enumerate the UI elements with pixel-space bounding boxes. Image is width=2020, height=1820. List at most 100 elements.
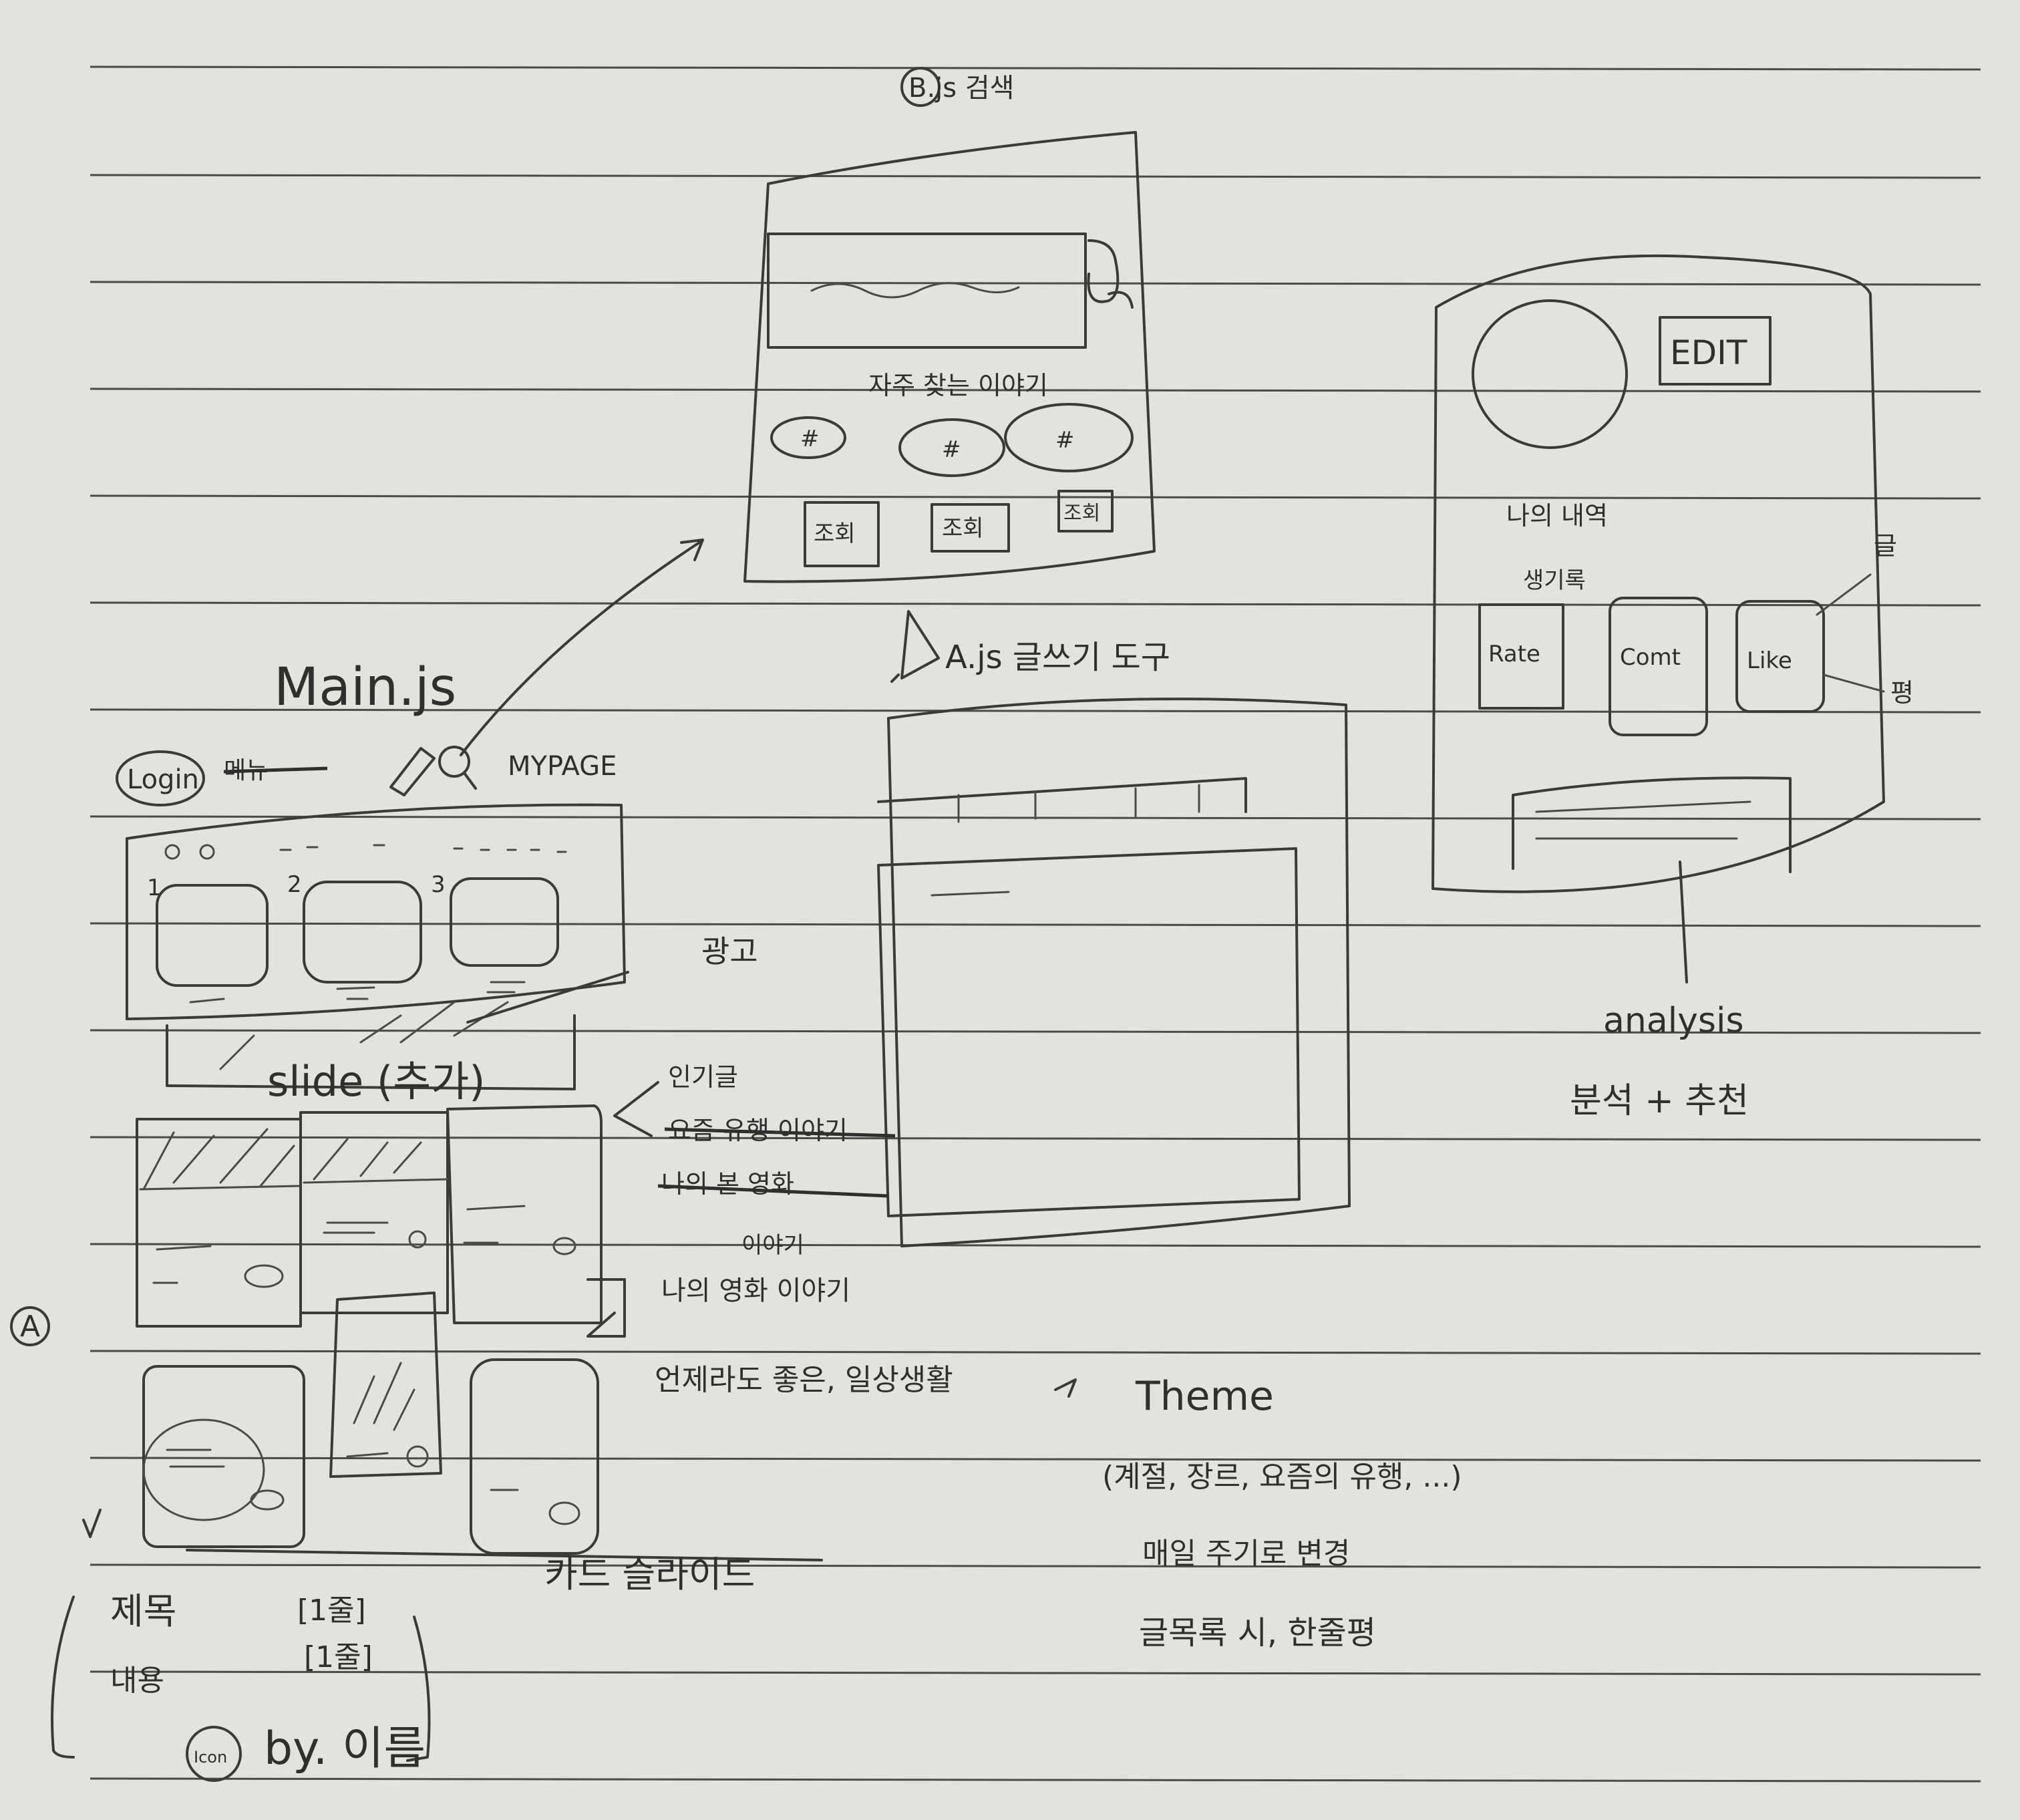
analysis-pointer xyxy=(1679,861,1688,983)
pencil-icon xyxy=(890,610,940,683)
history-sublabel: 생기록 xyxy=(1523,567,1586,594)
author-avatar-text: Icon xyxy=(194,1748,227,1767)
side-note-5: 나의 영화 이야기 xyxy=(661,1275,850,1306)
card-3-badge xyxy=(552,1237,576,1255)
theme-label: Theme xyxy=(1135,1373,1274,1420)
tag-1-label: # xyxy=(800,426,820,452)
ruled-lines xyxy=(90,65,1981,1783)
avatar xyxy=(1472,299,1628,449)
editor-line xyxy=(931,891,1010,897)
section-marker-circle xyxy=(10,1306,50,1346)
write-toolbar xyxy=(877,777,1247,813)
theme-card-2-lines xyxy=(346,1362,415,1458)
toolbar-dividers xyxy=(957,784,1200,823)
like-box-label: Like xyxy=(1747,647,1792,674)
pointer-arrow-icon xyxy=(1054,1378,1077,1398)
search-caption: 자주 찾는 이야기 xyxy=(868,371,1048,400)
card-2-lines xyxy=(303,1178,449,1234)
speech-bubble-icon xyxy=(586,1278,626,1338)
rate-box xyxy=(1478,603,1564,710)
side-note-2-strike xyxy=(664,1127,896,1138)
slide-label: slide (추가) xyxy=(267,1057,485,1106)
search-input-box xyxy=(767,233,1087,349)
slide-number-3: 3 xyxy=(431,871,446,898)
post-card-3 xyxy=(446,1104,603,1324)
side-note-1: 인기글 xyxy=(668,1062,738,1092)
author-byline: by. 이름 xyxy=(264,1722,426,1775)
rate-box-label: Rate xyxy=(1488,641,1540,667)
login-label: Login xyxy=(127,764,199,795)
mypage-screen-sketch: EDIT 나의 내역 생기록 Rate Comt Like 글 평 analys… xyxy=(1432,254,1914,1121)
side-label-writing: 글 xyxy=(1874,531,1897,561)
history-label: 나의 내역 xyxy=(1506,501,1608,530)
author-avatar-icon xyxy=(186,1726,242,1782)
side-note-3-strike xyxy=(657,1184,889,1198)
hero-slide-2 xyxy=(303,881,422,983)
dot-icon xyxy=(199,844,215,860)
card-slider-underline xyxy=(186,1549,823,1561)
comment-box-label: Comt xyxy=(1620,644,1681,671)
card-1-hatch xyxy=(142,1128,295,1191)
arrow-head xyxy=(680,539,704,561)
edit-button-label: EDIT xyxy=(1670,333,1747,372)
theme-card-1-badge xyxy=(250,1489,285,1511)
theme-detail-2: 매일 주기로 변경 xyxy=(1142,1537,1350,1571)
edit-button xyxy=(1659,316,1772,386)
tag-3-label: # xyxy=(1055,427,1075,454)
curved-arrow-icon xyxy=(82,1509,102,1538)
mypage-link: MYPAGE xyxy=(508,751,617,782)
tag-chip-3 xyxy=(1004,403,1134,472)
side-note-4: 이야기 xyxy=(741,1232,804,1259)
hero-slider-frame xyxy=(126,803,626,1020)
section-marker: A xyxy=(20,1310,40,1344)
main-screen-sketch: Main.js Login 메뉴 MYPAGE 1 2 3 광고 slide (… xyxy=(10,657,1462,1782)
pencil-icon xyxy=(389,747,436,796)
tag-2-label: # xyxy=(942,436,961,463)
theme-card-1 xyxy=(142,1365,305,1548)
theme-card-3 xyxy=(470,1358,599,1555)
card-content-label: 내용 xyxy=(110,1664,164,1698)
card-1-lines xyxy=(139,1185,302,1284)
write-screen-title: A.js 글쓰기 도구 xyxy=(945,639,1170,676)
like-box xyxy=(1735,600,1825,713)
main-title: Main.js xyxy=(274,657,456,718)
menu-strike xyxy=(223,766,328,774)
info-bracket-right xyxy=(406,1616,431,1762)
theme-detail-3: 글목록 시, 한줄평 xyxy=(1139,1614,1376,1652)
bracket-icon xyxy=(613,1081,659,1137)
card-1-badge xyxy=(244,1264,284,1288)
search-screen-frame xyxy=(743,131,1156,583)
write-screen-frame xyxy=(887,698,1351,1247)
page-title: B.js 검색 xyxy=(908,73,1014,104)
pointer-line-writing xyxy=(1816,573,1872,616)
search-icon-handle xyxy=(463,772,477,790)
slide-caption-lines xyxy=(189,981,526,1004)
theme-card-1-circle xyxy=(142,1418,265,1521)
card-title-length: [1줄] xyxy=(297,1594,366,1628)
info-bracket-left xyxy=(51,1596,75,1759)
card-content-length: [1줄] xyxy=(304,1640,373,1674)
pointer-line-review xyxy=(1822,673,1885,693)
write-editor-area xyxy=(877,847,1301,1217)
theme-card-2-badge xyxy=(406,1445,429,1468)
slider-indicators xyxy=(279,844,567,853)
ad-label: 광고 xyxy=(701,933,758,969)
search-button-3 xyxy=(1057,490,1114,533)
circle-b-icon xyxy=(900,67,941,107)
dot-icon xyxy=(164,844,180,860)
ad-hatch xyxy=(219,1001,509,1070)
search-button-3-label: 조회 xyxy=(1063,502,1100,525)
side-label-review: 평 xyxy=(1890,678,1914,708)
search-button-2-label: 조회 xyxy=(942,515,984,542)
search-icon xyxy=(1087,239,1134,309)
write-screen-sketch: A.js 글쓰기 도구 xyxy=(877,610,1351,1247)
analysis-label: analysis xyxy=(1603,1001,1744,1041)
analysis-panel xyxy=(1512,776,1792,873)
theme-card-1-lines xyxy=(166,1449,225,1468)
search-button-1-label: 조회 xyxy=(814,520,856,547)
slide-number-2: 2 xyxy=(287,871,302,898)
ad-banner xyxy=(166,1014,576,1090)
theme-card-2 xyxy=(329,1292,442,1478)
ad-pointer xyxy=(466,971,629,1024)
search-button-2 xyxy=(931,503,1010,553)
